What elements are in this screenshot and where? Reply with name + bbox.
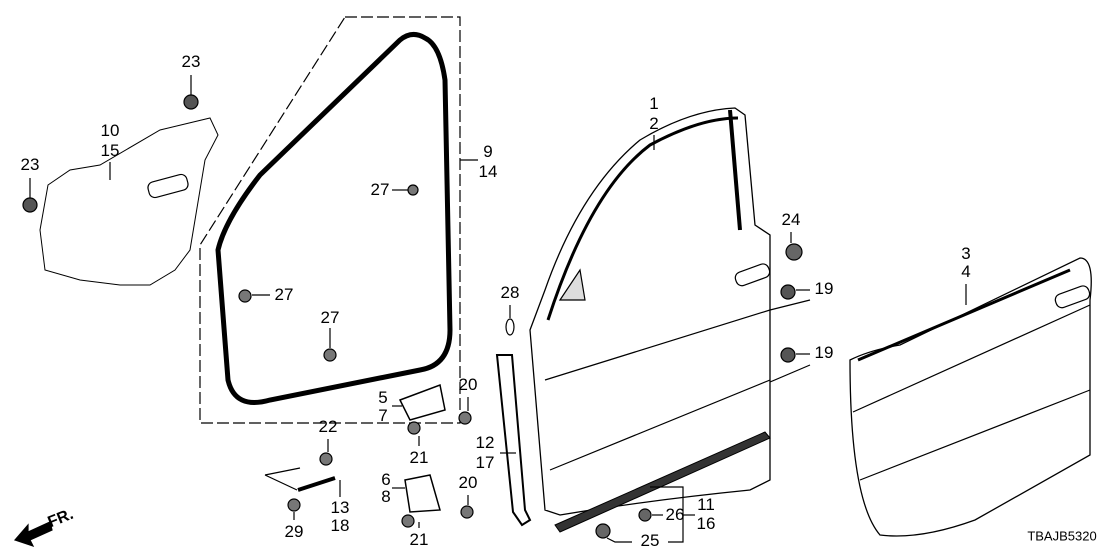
callout-20[interactable]: 20 — [458, 375, 478, 394]
clip-23-top — [183, 94, 199, 110]
callout-4[interactable]: 4 — [961, 262, 971, 281]
nut-29 — [287, 498, 301, 512]
clip-19-b — [780, 347, 796, 363]
clip-27-a — [407, 184, 419, 196]
callout-19[interactable]: 19 — [814, 343, 834, 362]
callout-5[interactable]: 5 — [378, 388, 388, 407]
clip-23-left — [22, 197, 38, 213]
callout-1[interactable]: 1 — [649, 94, 659, 113]
callout-21[interactable]: 21 — [409, 530, 429, 549]
door-molding — [554, 431, 771, 533]
door-weatherstrip — [215, 32, 453, 405]
callout-29[interactable]: 29 — [284, 522, 304, 541]
callout-13[interactable]: 13 — [330, 498, 350, 517]
callout-8[interactable]: 8 — [381, 487, 391, 506]
callout-17[interactable]: 17 — [475, 453, 495, 472]
clip-27-b — [238, 289, 252, 303]
lower-hinge — [404, 474, 441, 513]
callout-23[interactable]: 23 — [181, 52, 201, 71]
door-outer-skin — [849, 257, 1092, 537]
callout-3[interactable]: 3 — [961, 244, 971, 263]
callout-19[interactable]: 19 — [814, 279, 834, 298]
callout-15[interactable]: 15 — [100, 141, 120, 160]
callout-24[interactable]: 24 — [781, 210, 801, 229]
clip-27-c — [323, 348, 337, 362]
clip-24 — [785, 243, 803, 261]
callout-27[interactable]: 27 — [320, 308, 340, 327]
bolt-21-b — [401, 514, 415, 528]
callout-23[interactable]: 23 — [20, 155, 40, 174]
clip-25 — [595, 523, 611, 539]
callout-27[interactable]: 27 — [370, 180, 390, 199]
front-arrow-icon — [13, 521, 53, 548]
callout-2[interactable]: 2 — [649, 114, 659, 133]
insulator-opening — [147, 173, 189, 199]
diagram-code: TBAJB5320 — [1027, 528, 1097, 544]
bolt-20-b — [460, 505, 474, 519]
callout-20[interactable]: 20 — [458, 473, 478, 492]
callout-28[interactable]: 28 — [500, 283, 520, 302]
clip-26 — [638, 508, 652, 522]
callout-27[interactable]: 27 — [274, 285, 294, 304]
weatherstrip-box — [199, 16, 461, 424]
callout-9[interactable]: 9 — [483, 142, 493, 161]
callout-6[interactable]: 6 — [381, 470, 391, 489]
sash-garnish — [495, 354, 532, 527]
callout-14[interactable]: 14 — [478, 162, 498, 181]
callout-22[interactable]: 22 — [318, 417, 338, 436]
door-insulator-part — [39, 117, 219, 286]
callout-16[interactable]: 16 — [696, 514, 716, 533]
part-28 — [505, 318, 515, 336]
bolt-20-a — [458, 411, 472, 425]
callout-12[interactable]: 12 — [475, 433, 495, 452]
front-door-assembly — [529, 107, 771, 516]
callout-21[interactable]: 21 — [409, 448, 429, 467]
clip-19-a — [780, 284, 796, 300]
callout-11[interactable]: 11 — [697, 495, 715, 514]
door-checker — [297, 476, 336, 492]
bolt-22 — [319, 452, 333, 466]
callout-10[interactable]: 10 — [100, 121, 120, 140]
callout-7[interactable]: 7 — [378, 406, 388, 425]
callout-18[interactable]: 18 — [330, 516, 350, 535]
callout-26[interactable]: 26 — [665, 505, 685, 524]
bolt-21-a — [407, 421, 421, 435]
callout-25[interactable]: 25 — [640, 531, 660, 550]
upper-hinge — [398, 383, 446, 421]
